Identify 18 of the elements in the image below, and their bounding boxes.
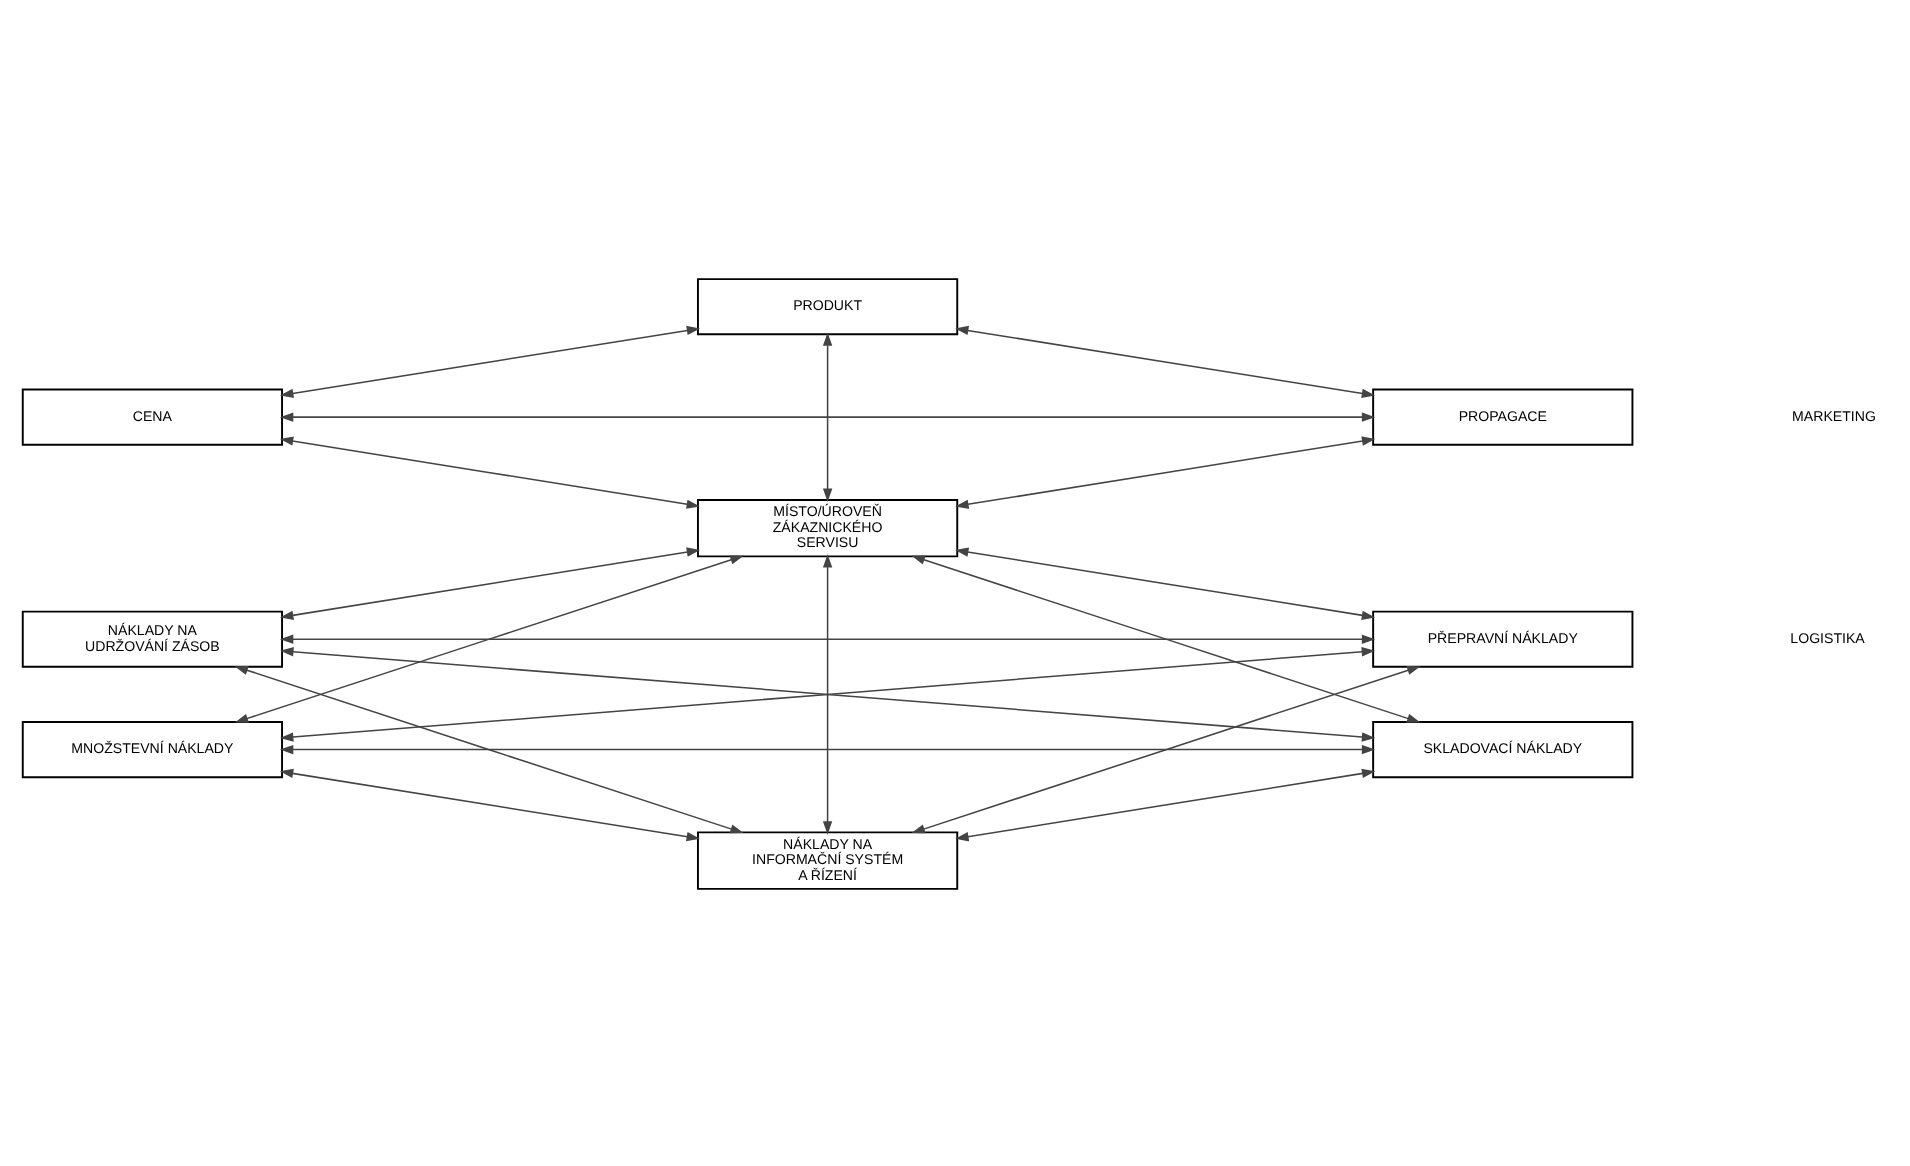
- arrow: [279, 633, 1376, 643]
- arrow: [234, 554, 744, 722]
- arrow: [234, 664, 744, 833]
- arrow: [280, 324, 701, 397]
- arrow: [279, 411, 1376, 421]
- arrow: [279, 767, 700, 841]
- arrow: [911, 664, 1421, 833]
- arrow: [280, 646, 1376, 741]
- arrow: [279, 435, 700, 508]
- arrow: [280, 546, 701, 619]
- arrow: [955, 324, 1376, 397]
- arrow: [955, 546, 1376, 619]
- arrow: [955, 767, 1376, 841]
- arrow: [911, 554, 1421, 722]
- arrow: [822, 553, 833, 834]
- arrow: [822, 331, 833, 501]
- arrow: [279, 743, 1376, 754]
- arrow: [955, 435, 1376, 508]
